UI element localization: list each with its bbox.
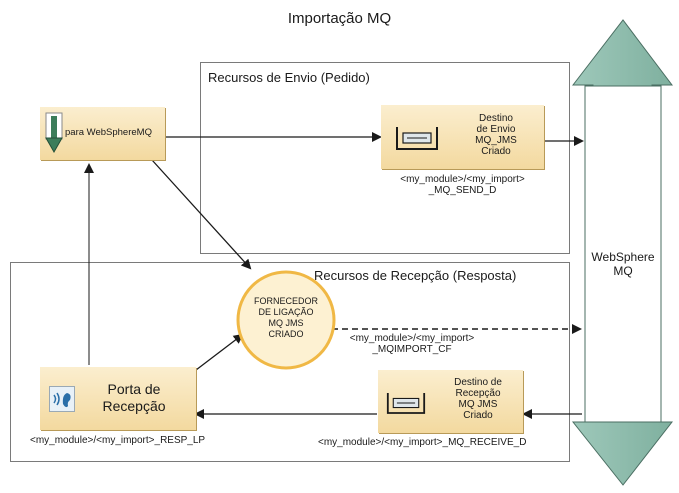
receive-destination-caption: <my_module>/<my_import>_MQ_RECEIVE_D — [318, 437, 527, 448]
receive-dest-line4: Criado — [463, 410, 493, 421]
websphere-label-line2: MQ — [613, 264, 633, 278]
send-destination-node: Destino de Envio MQ_JMS Criado — [381, 105, 544, 169]
send-dest-line3: MQ_JMS — [475, 135, 517, 146]
send-dest-line1: Destino — [479, 113, 513, 124]
provider-caption: <my_module>/<my_import> _MQIMPORT_CF — [332, 333, 492, 355]
receive-port-line2: Recepção — [102, 398, 166, 414]
provider-line3: MQ JMS — [268, 318, 304, 328]
receive-port-node: Porta de Recepção — [40, 367, 196, 430]
provider-line1: FORNECEDOR — [253, 296, 318, 306]
receive-port-line1: Porta de — [107, 381, 161, 397]
send-destination-caption: <my_module>/<my_import> _MQ_SEND_D — [381, 174, 544, 196]
send-dest-caption1: <my_module>/<my_import> — [400, 174, 525, 185]
receive-destination-text: Destino de Recepção MQ JMS Criado — [436, 377, 520, 421]
diagram-title: Importação MQ — [287, 10, 392, 27]
send-dest-caption2: _MQ_SEND_D — [428, 185, 497, 196]
provider-line4: CRIADO — [268, 329, 304, 339]
receive-dest-line1: Destino de — [454, 377, 502, 388]
websphere-mq-label: WebSphere MQ — [586, 250, 660, 278]
receive-port-caption: <my_module>/<my_import>_RESP_LP — [30, 435, 206, 446]
provider-line2: DE LIGAÇÃO — [258, 307, 314, 317]
import-node-label: para WebSphereMQ — [65, 127, 152, 138]
provider-caption1: <my_module>/<my_import> — [349, 333, 475, 344]
send-destination-text: Destino de Envio MQ_JMS Criado — [453, 113, 539, 157]
provider-caption2: _MQIMPORT_CF — [372, 344, 452, 355]
import-arrow-icon — [45, 112, 63, 154]
receive-destination-node: Destino de Recepção MQ JMS Criado — [378, 370, 523, 433]
send-resources-label: Recursos de Envio (Pedido) — [208, 70, 370, 85]
queue-icon — [396, 127, 438, 150]
import-node: para WebSphereMQ — [40, 107, 165, 160]
send-dest-line2: de Envio — [476, 124, 516, 135]
receive-dest-line3: MQ JMS — [458, 399, 498, 410]
send-dest-line4: Criado — [481, 146, 511, 157]
receive-resources-label: Recursos de Recepção (Resposta) — [314, 268, 517, 283]
listener-port-icon — [49, 386, 75, 412]
receive-port-text: Porta de Recepção — [84, 381, 184, 415]
provider-text: FORNECEDOR DE LIGAÇÃO MQ JMS CRIADO — [242, 296, 330, 340]
queue-icon-2 — [386, 393, 426, 414]
websphere-label-line1: WebSphere — [591, 250, 655, 264]
receive-dest-line2: Recepção — [455, 388, 501, 399]
